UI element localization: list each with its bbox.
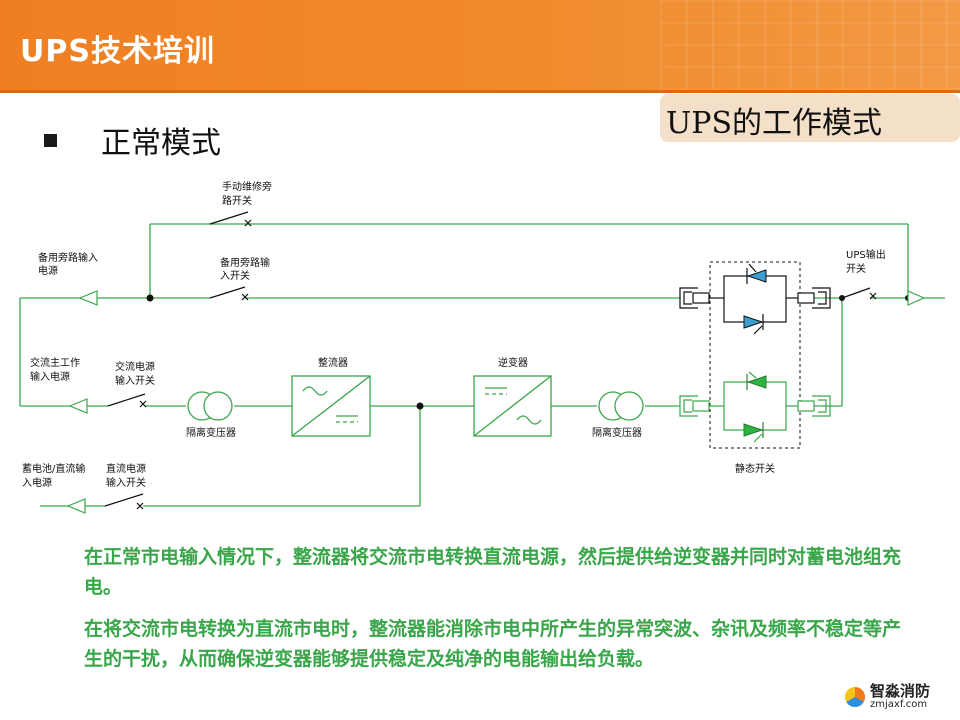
dc-power-input-switch-label-1: 直流电源: [106, 462, 146, 475]
paragraph-normal-mode: 在正常市电输入情况下，整流器将交流市电转换直流电源，然后提供给逆变器并同时对蓄电…: [84, 546, 902, 598]
mode-badge: UPS的工作模式: [660, 94, 960, 142]
header-bar: UPS技术培训: [0, 0, 960, 90]
manual-bypass-switch-label-1: 手动维修旁: [222, 180, 272, 193]
ac-power-input-switch-label-2: 输入开关: [115, 374, 155, 387]
mode-badge-label: UPS的工作模式: [666, 106, 883, 141]
slide-title: UPS技术培训: [20, 34, 215, 69]
bypass-junction-node: [146, 294, 154, 302]
dc-power-input-switch-label-2: 输入开关: [106, 476, 146, 489]
backup-bypass-input-power-label-1: 备用旁路输入: [38, 251, 98, 264]
dc-input-arrow-icon: [66, 498, 86, 514]
watermark-name: 智淼消防: [870, 682, 931, 700]
watermark: 智淼消防 zmjaxf.com: [845, 683, 930, 710]
ac-main-input-power-label-1: 交流主工作: [30, 356, 80, 369]
dc-input-switch: [104, 493, 144, 507]
output-arrow-icon: [907, 290, 926, 306]
bypass-input-arrow-icon: [78, 290, 98, 306]
rectifier-label: 整流器: [318, 356, 348, 369]
ac-main-input-power-label-2: 输入电源: [30, 370, 70, 383]
watermark-logo-icon: [845, 686, 865, 707]
isolation-transformer-left-label: 隔离变压器: [186, 426, 236, 439]
battery-dc-input-power-label-1: 蓄电池/直流输: [22, 462, 85, 475]
paragraph-rectifier-function: 在将交流市电转换为直流市电时，整流器能消除市电中所产生的异常突波、杂讯及频率不稳…: [84, 618, 902, 670]
ups-output-switch-label-1: UPS输出: [846, 248, 886, 261]
bypass-breaker-left-icon: [679, 287, 710, 309]
backup-bypass-input-power-label-2: 电源: [38, 264, 58, 277]
rectifier-icon: [291, 375, 371, 437]
bypass-thyristor-pair-icon: [709, 263, 798, 335]
output-junction-node: [839, 295, 845, 301]
ac-power-input-switch-label-1: 交流电源: [115, 360, 155, 373]
static-switch-box: [709, 261, 801, 449]
inverter-thyristor-pair-icon: [709, 371, 798, 443]
watermark-url: zmjaxf.com: [870, 699, 928, 710]
backup-bypass-input-switch-label-1: 备用旁路输: [220, 256, 270, 269]
header-divider: [0, 90, 960, 93]
isolation-transformer-left-icon: [187, 391, 233, 421]
section-title: 正常模式: [101, 126, 221, 161]
header-pattern: [660, 0, 960, 90]
section-heading: 正常模式: [44, 118, 221, 162]
inverter-label: 逆变器: [498, 356, 528, 369]
static-switch-label: 静态开关: [735, 462, 775, 475]
ups-output-switch: [841, 287, 871, 299]
backup-bypass-input-switch-label-2: 入开关: [220, 269, 250, 282]
bypass-input-switch: [209, 286, 246, 299]
isolation-transformer-right-icon: [598, 391, 644, 421]
square-bullet-icon: [44, 133, 57, 147]
ac-input-arrow-icon: [68, 398, 88, 414]
manual-bypass-switch-label-2: 路开关: [222, 194, 252, 207]
manual-bypass-switch: [209, 211, 249, 225]
battery-dc-input-power-label-2: 入电源: [22, 476, 52, 489]
ac-input-switch: [107, 393, 146, 407]
ups-output-switch-label-2: 开关: [846, 262, 866, 275]
dc-bus-node: [416, 402, 424, 410]
inverter-icon: [473, 375, 552, 437]
isolation-transformer-right-label: 隔离变压器: [592, 426, 642, 439]
inverter-breaker-left-icon: [679, 395, 710, 417]
